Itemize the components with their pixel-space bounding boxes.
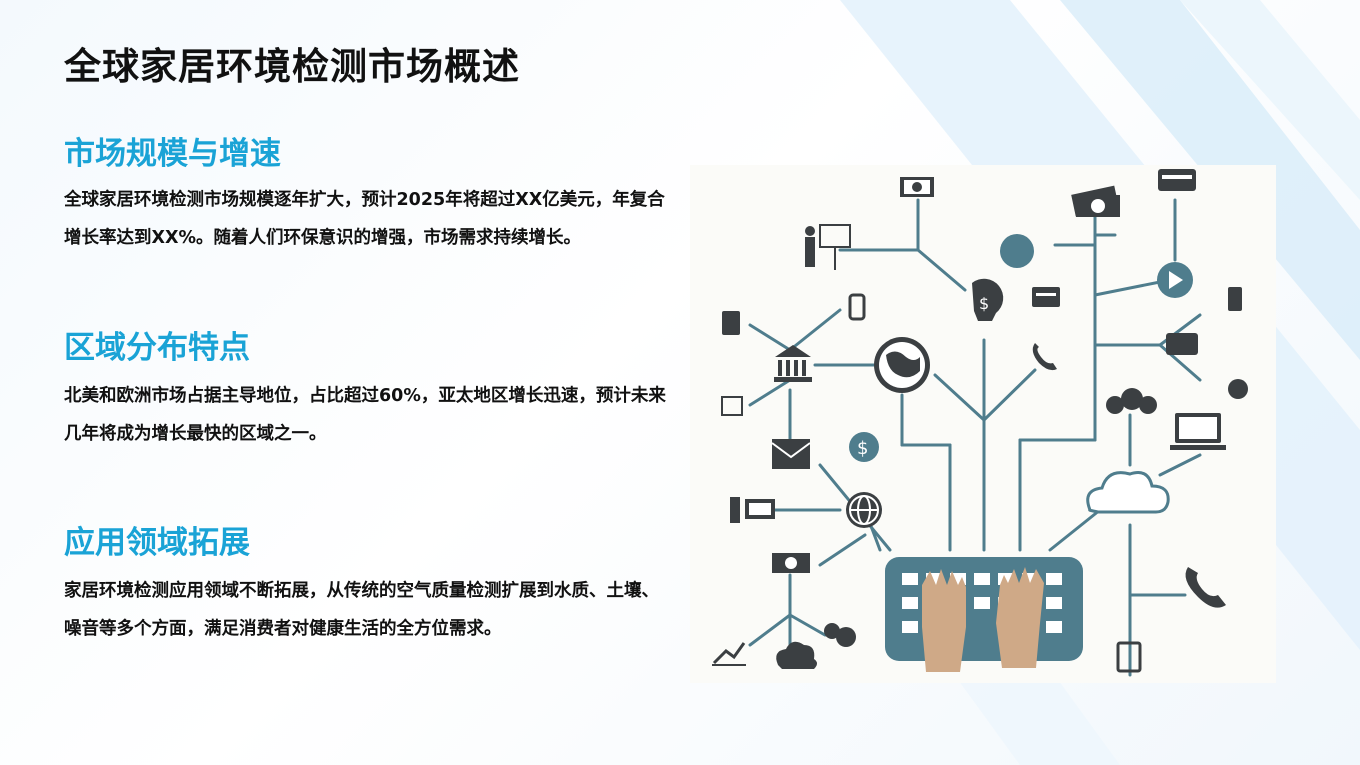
svg-text:$: $ — [979, 294, 989, 313]
rewind-icon — [1000, 234, 1034, 268]
mail-icon — [771, 439, 811, 469]
head-dollar-icon: $ — [972, 278, 1004, 321]
presentation-icon — [805, 224, 851, 270]
phone-share-icon — [1228, 287, 1242, 311]
dollar-coin-icon: $ — [849, 432, 879, 462]
section-body-regional: 北美和欧洲市场占据主导地位，占比超过60%，亚太地区增长迅速，预计未来几年将成为… — [64, 386, 666, 444]
calculator-icon — [722, 311, 740, 335]
coin-purse-icon — [1228, 379, 1248, 399]
banknote-icon — [772, 553, 810, 573]
ringing-phone-icon — [1185, 567, 1226, 608]
folder-icon — [1032, 287, 1060, 307]
phone-icon — [1032, 343, 1057, 371]
globe-icon — [874, 337, 930, 393]
calendar-icon — [721, 396, 743, 416]
wallet-icon — [1166, 333, 1198, 355]
money-bags-icon — [1106, 388, 1157, 414]
vibrating-phone-icon — [848, 293, 866, 321]
clipboard-icon — [1116, 641, 1142, 673]
section-heading-applications: 应用领域拓展 — [64, 525, 250, 561]
money-stack-icon — [1071, 185, 1120, 217]
laptop-icon — [1170, 413, 1226, 450]
page-title: 全球家居环境检测市场概述 — [64, 45, 520, 88]
network-illustration-svg: $ — [712, 169, 1248, 677]
section-heading-market-size: 市场规模与增速 — [64, 136, 281, 172]
bank-icon — [774, 345, 812, 382]
network-illustration: $ — [690, 165, 1276, 683]
svg-text:$: $ — [857, 438, 868, 459]
network-globe-icon — [846, 492, 882, 528]
growth-chart-icon — [712, 642, 746, 666]
keyboard-icon — [885, 557, 1083, 661]
hands-icon — [922, 567, 1044, 672]
desktop-computer-icon — [730, 497, 775, 523]
section-body-applications: 家居环境检测应用领域不断拓展，从传统的空气质量检测扩展到水质、土壤、噪音等多个方… — [64, 581, 659, 639]
section-body-market-size: 全球家居环境检测市场规模逐年扩大，预计2025年将超过XX亿美元，年复合增长率达… — [64, 190, 665, 248]
section-heading-regional: 区域分布特点 — [64, 330, 250, 366]
coins-icon — [824, 623, 856, 647]
cloud-icon — [1086, 471, 1170, 514]
wallet-card-icon — [1158, 169, 1196, 191]
cloud-download-icon — [776, 641, 817, 669]
money-icon — [900, 177, 934, 197]
